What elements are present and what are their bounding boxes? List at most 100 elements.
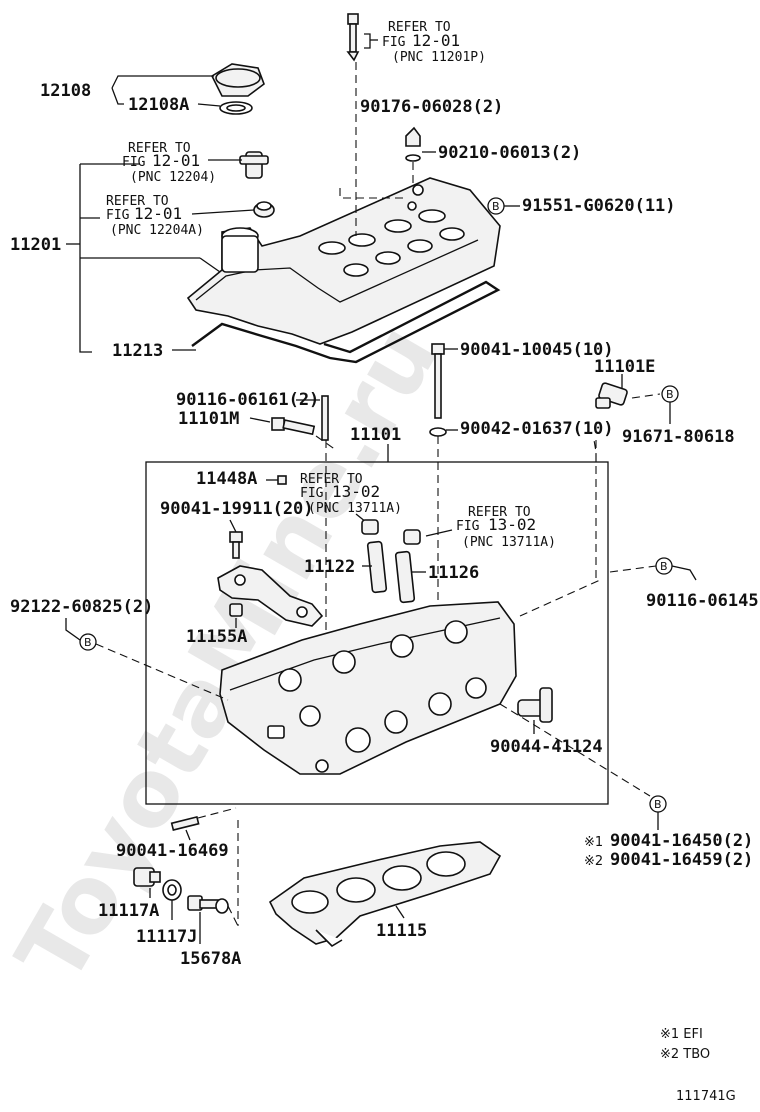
- engine-hanger-bracket: [217, 565, 324, 627]
- ref3-number: 12-01: [134, 204, 182, 223]
- label-11101e: 11101E: [594, 357, 655, 377]
- dash-b5: [499, 703, 651, 797]
- label-11448a: 11448A: [196, 469, 257, 489]
- figure-id: 111741G: [676, 1089, 736, 1104]
- label-90041-10045: 90041-10045(10): [460, 340, 614, 360]
- bracket-ref1: [364, 33, 371, 49]
- leader-92122: [65, 618, 81, 641]
- label-90041-16459: 90041-16459(2): [610, 850, 753, 870]
- label-11117j: 11117J: [136, 927, 197, 947]
- cap-nut: [405, 126, 421, 162]
- label-11155a: 11155A: [186, 627, 247, 647]
- label-11213: 11213: [112, 341, 163, 361]
- leader-11201-e: [199, 257, 221, 273]
- leader-90041-16469: [185, 829, 191, 841]
- ref1-number: 12-01: [412, 31, 460, 50]
- marker-b-3-text: B: [660, 560, 668, 573]
- stud-90041-16469: [170, 815, 200, 831]
- label-11201: 11201: [10, 235, 61, 255]
- ref2-fig: FIG: [122, 155, 146, 170]
- valve-stem-seal-right: [403, 529, 421, 545]
- label-12108a: 12108A: [128, 95, 189, 115]
- note-efi: ※1 EFI: [660, 1027, 703, 1042]
- bracket-11201: [79, 164, 92, 353]
- ref1-fig: FIG: [382, 35, 406, 50]
- ref2-line1: REFER TO: [128, 141, 191, 156]
- ref1-line1: REFER TO: [388, 20, 451, 35]
- pcv-grommet: [253, 201, 275, 218]
- leader-ref3: [191, 209, 255, 215]
- head-bolt: [429, 343, 447, 437]
- label-90044-41124: 90044-41124: [490, 737, 603, 757]
- leader-90041-19911: [229, 519, 237, 533]
- label-90041-16450: 90041-16450(2): [610, 831, 753, 851]
- marker-b-1-text: B: [492, 200, 500, 213]
- leader-12108a: [197, 103, 221, 107]
- sensor-11101e: [595, 382, 628, 409]
- label-90041-19911: 90041-19911(20): [160, 499, 314, 519]
- marker-b-4: [79, 633, 97, 651]
- water-outlet: [517, 687, 553, 723]
- ref5-pnc: (PNC 13711A): [462, 535, 556, 550]
- leader-ref5: [425, 529, 453, 537]
- label-90210-06013: 90210-06013(2): [438, 143, 581, 163]
- ref5-fig: FIG: [456, 519, 480, 534]
- ref2-pnc: (PNC 12204): [130, 170, 216, 185]
- bolt-11101m: [271, 417, 316, 436]
- marker-b-5-text: B: [654, 798, 662, 811]
- cylinder-head-box: [145, 461, 609, 805]
- bolt-90041-19911: [229, 531, 243, 559]
- label-12108: 12108: [40, 81, 91, 101]
- ref4-fig: FIG: [300, 486, 324, 501]
- plug-11117a: [133, 867, 161, 887]
- dash-sensor: [631, 393, 661, 399]
- mark-1: ※1: [584, 835, 603, 850]
- label-92122-60825: 92122-60825(2): [10, 597, 153, 617]
- valve-guide-11122: [366, 540, 388, 594]
- gasket-11117j: [162, 879, 182, 901]
- ref2-number: 12-01: [152, 151, 200, 170]
- top-stud-bolt: [346, 13, 360, 62]
- ref5-line1: REFER TO: [468, 505, 531, 520]
- label-91551-g0620: 91551-G0620(11): [522, 196, 676, 216]
- leader-11101m: [249, 417, 271, 423]
- label-90116-06145: 90116-06145: [646, 591, 759, 611]
- label-90116-06161: 90116-06161(2): [176, 390, 319, 410]
- label-11101m: 11101M: [178, 409, 239, 429]
- cylinder-head-gasket: [268, 841, 502, 948]
- head-cover-gasket: [191, 280, 501, 364]
- label-91671-80618: 91671-80618: [622, 427, 735, 447]
- dash-union: [227, 905, 239, 927]
- dash-b3-in: [519, 579, 601, 617]
- leader-12108-b: [111, 87, 124, 105]
- ref3-line1: REFER TO: [106, 194, 169, 209]
- label-11126: 11126: [428, 563, 479, 583]
- leader-11115: [395, 905, 405, 919]
- valve-guide-11126: [394, 550, 416, 604]
- note-tbo: ※2 TBO: [660, 1047, 710, 1062]
- ref1-pnc: (PNC 11201P): [392, 50, 486, 65]
- oil-filler-cap: [210, 63, 265, 115]
- label-11117a: 11117A: [98, 901, 159, 921]
- mark-2: ※2: [584, 854, 603, 869]
- label-90041-16469: 90041-16469: [116, 841, 229, 861]
- dash-top: [339, 188, 408, 199]
- valve-stem-seal-left: [361, 519, 379, 535]
- dash-b4: [95, 643, 229, 701]
- cylinder-head-cover: [186, 177, 501, 345]
- pcv-valve: [239, 151, 269, 179]
- union-bolt-15678a: [187, 895, 229, 914]
- cylinder-head: [219, 601, 517, 775]
- leader-12108: [111, 75, 214, 89]
- dash-11101m: [315, 435, 337, 451]
- label-11122: 11122: [304, 557, 355, 577]
- pin-11448a: [277, 475, 287, 485]
- label-90176-06028: 90176-06028(2): [360, 97, 503, 117]
- dash-b3: [609, 565, 657, 573]
- label-11115: 11115: [376, 921, 427, 941]
- leader-90116-06145: [671, 565, 697, 581]
- plug-11155a: [229, 603, 243, 617]
- marker-b-4-text: B: [84, 636, 92, 649]
- ref3-pnc: (PNC 12204A): [110, 223, 204, 238]
